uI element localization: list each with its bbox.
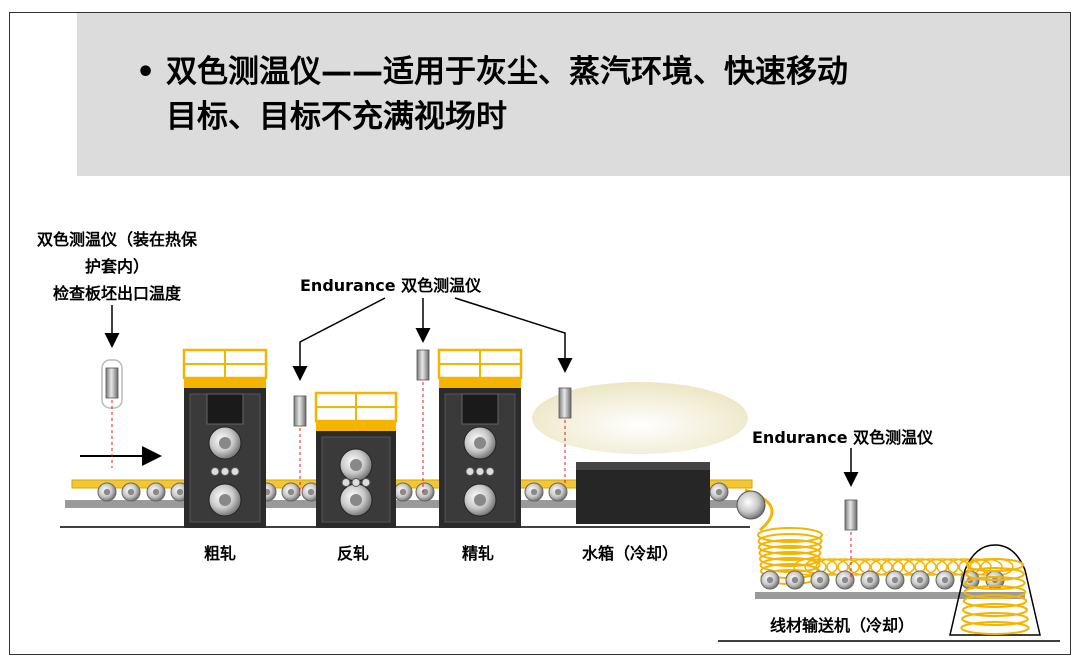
rolling-mill-icon — [182, 348, 268, 528]
roller-icon — [860, 570, 880, 590]
title-banner — [77, 13, 1070, 176]
roller-icon — [524, 482, 544, 502]
rolling-mill-icon — [437, 348, 523, 528]
roller-icon — [548, 482, 568, 502]
water-box-label: 水箱（冷却） — [582, 544, 679, 563]
roller-icon — [146, 482, 166, 502]
ir-sensor-icon — [844, 499, 858, 580]
wire-conveyor-label: 线材输送机（冷却） — [770, 616, 915, 635]
roller-icon — [835, 570, 855, 590]
roller-icon — [301, 482, 321, 502]
roller-icon — [935, 570, 955, 590]
roller-icon — [281, 482, 301, 502]
title-line-2: 目标、目标不充满视场时 — [166, 99, 507, 135]
title-line-1: 双色测温仪——适用于灰尘、蒸汽环境、快速移动 — [166, 54, 848, 90]
roller-icon — [810, 570, 830, 590]
pinch-roll — [736, 490, 766, 520]
rolling-mill-icon — [314, 391, 398, 528]
ir-sensor-icon — [558, 387, 572, 484]
roller-icon — [121, 482, 141, 502]
roller-icon — [760, 570, 780, 590]
roller-icon — [910, 570, 930, 590]
slide-frame — [9, 12, 1071, 655]
roller-icon — [709, 482, 729, 502]
ir-sensor-icon — [416, 349, 430, 492]
ir-sensor-icon — [101, 359, 123, 468]
slide-title: • 双色测温仪——适用于灰尘、蒸汽环境、快速移动 目标、目标不充满视场时 — [136, 50, 1046, 140]
roughing-mill-label: 粗轧 — [204, 544, 237, 563]
endurance-right-label: Endurance 双色测温仪 — [752, 428, 934, 447]
wire-coil-icon — [949, 544, 1041, 636]
roller-icon — [785, 570, 805, 590]
callout-arrows — [104, 297, 859, 487]
wire-conveyor — [755, 570, 1025, 599]
endurance-top-label: Endurance 双色测温仪 — [300, 276, 482, 295]
finishing-mill-label: 精轧 — [462, 544, 495, 563]
sensor-left-label: 双色测温仪（装在热保 护套内） 检查板坯出口温度 — [36, 230, 197, 303]
bullet-icon: • — [136, 55, 156, 90]
water-box — [576, 462, 710, 524]
ir-sensor-icon — [293, 395, 307, 496]
reversing-mill-label: 反轧 — [337, 544, 370, 563]
steam-cloud — [532, 382, 748, 454]
roller-icon — [415, 482, 435, 502]
roller-icon — [97, 482, 117, 502]
roller-icon — [885, 570, 905, 590]
roller-icon — [393, 482, 413, 502]
roller-table — [65, 479, 755, 508]
